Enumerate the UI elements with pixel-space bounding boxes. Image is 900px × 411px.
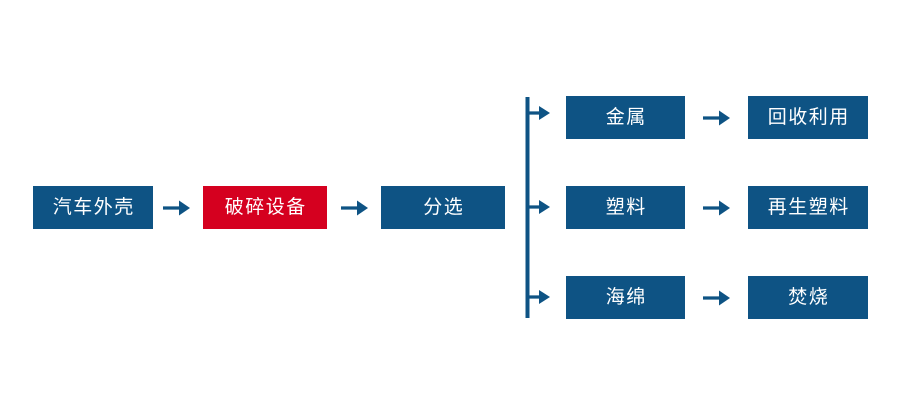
branch-split-icon: [520, 90, 560, 326]
node-sorting[interactable]: 分选: [381, 186, 505, 229]
arrow-right-icon-plastic-to-regenerated: [702, 195, 734, 221]
node-material-plastic[interactable]: 塑料: [566, 186, 685, 229]
arrow-right-icon-sponge-to-incineration: [702, 285, 734, 311]
node-material-sponge[interactable]: 海绵: [566, 276, 685, 319]
node-car-shell[interactable]: 汽车外壳: [33, 186, 153, 229]
node-outcome-incineration[interactable]: 焚烧: [748, 276, 868, 319]
arrow-right-icon-crusher-to-sorting: [340, 195, 372, 221]
arrow-right-icon-metal-to-recycle: [702, 105, 734, 131]
node-material-metal[interactable]: 金属: [566, 96, 685, 139]
node-outcome-recycle[interactable]: 回收利用: [748, 96, 868, 139]
node-crushing-equipment[interactable]: 破碎设备: [203, 186, 327, 229]
arrow-right-icon-shell-to-crusher: [162, 195, 194, 221]
node-outcome-regenerated-plastic[interactable]: 再生塑料: [748, 186, 868, 229]
